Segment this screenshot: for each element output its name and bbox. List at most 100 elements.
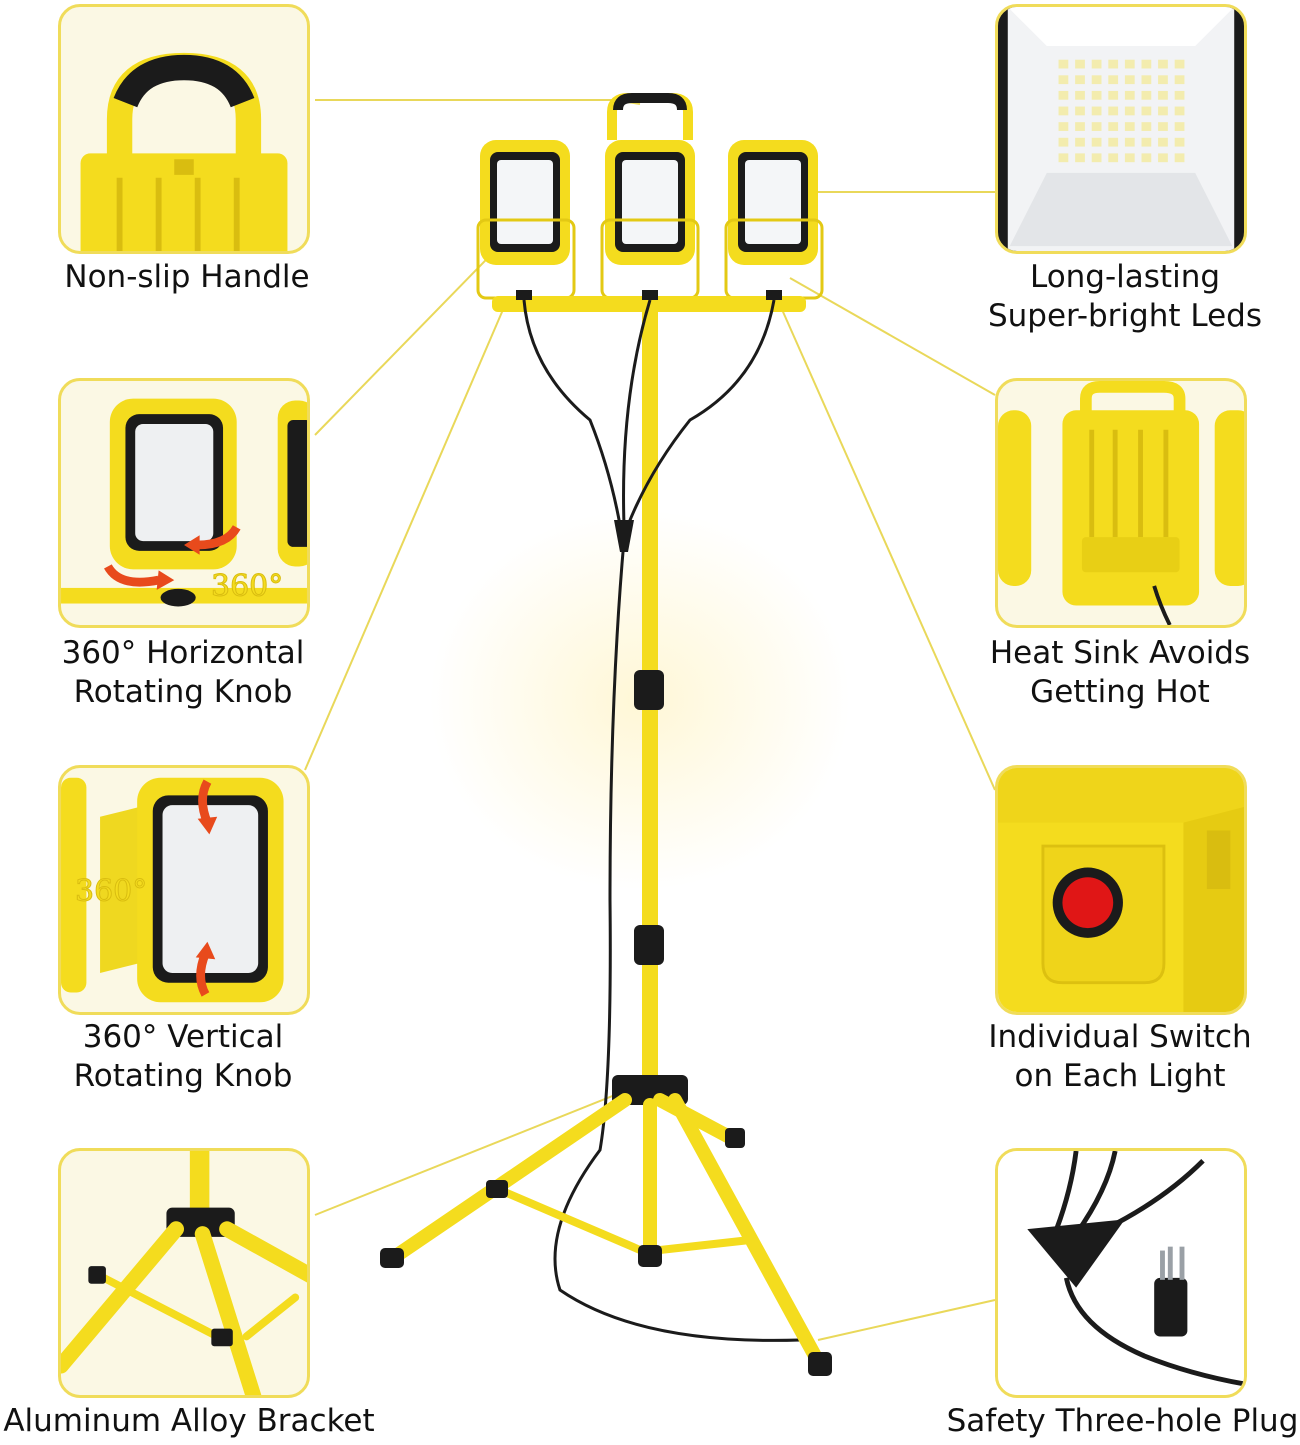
- led-chip: [1091, 75, 1102, 85]
- led-chip: [1108, 106, 1119, 116]
- led-chip: [1174, 153, 1185, 163]
- light-head-left: [476, 140, 576, 300]
- caption-heatsink-line-1: Heat Sink Avoids: [989, 635, 1251, 671]
- led-chip: [1058, 90, 1069, 100]
- caption-leds: Long-lasting Super-bright Leds: [985, 258, 1265, 336]
- led-chip: [1075, 106, 1085, 116]
- led-chip: [1108, 59, 1119, 69]
- grip-handle-icon: [80, 52, 288, 251]
- caption-vknob-line-1: 360° Vertical: [82, 1019, 284, 1055]
- feature-panel-horizontal-knob: 360°: [58, 378, 310, 628]
- caption-vknob-line-2: Rotating Knob: [73, 1058, 293, 1094]
- led-chip: [1141, 59, 1152, 69]
- vertical-knob-badge: 360°: [74, 874, 148, 910]
- led-chip: [1158, 122, 1168, 131]
- led-chip: [1108, 122, 1119, 131]
- feature-panel-handle: [58, 4, 310, 254]
- led-chip: [1058, 75, 1069, 85]
- led-chip: [1075, 59, 1085, 69]
- led-chip: [1124, 122, 1135, 131]
- led-chip: [1141, 122, 1152, 131]
- caption-switch-line-1: Individual Switch: [988, 1019, 1252, 1055]
- caption-heatsink-line-2: Getting Hot: [1030, 674, 1210, 710]
- horizontal-knob-badge: 360°: [210, 569, 284, 605]
- led-chip: [1091, 153, 1102, 163]
- led-chip: [1108, 153, 1119, 163]
- feature-panel-vertical-knob: 360°: [58, 765, 310, 1015]
- feature-panel-leds: [995, 4, 1247, 254]
- caption-handle-line-1: Non-slip Handle: [64, 259, 310, 295]
- caption-switch-line-2: on Each Light: [1014, 1058, 1226, 1094]
- caption-vertical-knob: 360° Vertical Rotating Knob: [50, 1018, 316, 1096]
- led-chip: [1158, 153, 1168, 163]
- led-chip: [1174, 122, 1185, 131]
- led-chip: [1124, 153, 1135, 163]
- caption-leds-line-2: Super-bright Leds: [987, 298, 1263, 334]
- led-chip: [1091, 59, 1102, 69]
- caption-plug-line-1: Safety Three-hole Plug: [946, 1403, 1299, 1439]
- led-chip: [1158, 137, 1168, 147]
- tripod-icon: [61, 1151, 307, 1395]
- power-switch-icon: [998, 768, 1244, 1012]
- led-chip: [1075, 122, 1085, 131]
- led-chip: [1108, 90, 1119, 100]
- caption-bracket-line-1: Aluminum Alloy Bracket: [3, 1403, 375, 1439]
- led-chip: [1124, 75, 1135, 85]
- caption-hknob-line-2: Rotating Knob: [73, 674, 293, 710]
- led-chip: [1174, 75, 1185, 85]
- led-chip: [1058, 106, 1069, 116]
- feature-panel-bracket: [58, 1148, 310, 1398]
- caption-hknob-line-1: 360° Horizontal: [61, 635, 305, 671]
- led-chip: [1174, 137, 1185, 147]
- led-chip: [1158, 59, 1168, 69]
- led-chip: [1141, 153, 1152, 163]
- led-chip: [1141, 106, 1152, 116]
- caption-plug: Safety Three-hole Plug: [945, 1402, 1300, 1441]
- led-chip: [1058, 59, 1069, 69]
- led-chip: [1058, 137, 1069, 147]
- heat-sink-fins-icon: [998, 381, 1244, 625]
- led-chip: [1174, 90, 1185, 100]
- light-head-right: [724, 140, 824, 300]
- led-grid: [1058, 59, 1185, 163]
- led-chip: [1158, 90, 1168, 100]
- led-chip: [1058, 122, 1069, 131]
- caption-switch: Individual Switch on Each Light: [985, 1018, 1255, 1096]
- led-chip: [1158, 106, 1168, 116]
- led-chip: [1174, 106, 1185, 116]
- feature-panel-heat-sink: [995, 378, 1247, 628]
- led-chip: [1091, 137, 1102, 147]
- led-chip: [1091, 106, 1102, 116]
- horizontal-rotation-icon: [61, 398, 307, 607]
- led-chip: [1108, 137, 1119, 147]
- feature-panel-plug: [995, 1148, 1247, 1398]
- led-chip: [1075, 75, 1085, 85]
- three-prong-plug-icon: [998, 1151, 1244, 1395]
- led-chip: [1075, 90, 1085, 100]
- light-head-middle: [600, 140, 700, 300]
- led-chip: [1124, 137, 1135, 147]
- led-chip: [1141, 90, 1152, 100]
- led-chip: [1091, 90, 1102, 100]
- feature-panel-switch: [995, 765, 1247, 1015]
- caption-leds-line-1: Long-lasting: [1029, 259, 1221, 295]
- led-chip: [1124, 59, 1135, 69]
- led-chip: [1174, 59, 1185, 69]
- led-chip: [1141, 75, 1152, 85]
- caption-handle: Non-slip Handle: [58, 258, 316, 297]
- led-array-icon: [1007, 7, 1235, 251]
- led-chip: [1124, 90, 1135, 100]
- led-chip: [1091, 122, 1102, 131]
- led-chip: [1158, 75, 1168, 85]
- led-chip: [1108, 75, 1119, 85]
- caption-horizontal-knob: 360° Horizontal Rotating Knob: [50, 634, 316, 712]
- led-chip: [1058, 153, 1069, 163]
- caption-heat-sink: Heat Sink Avoids Getting Hot: [985, 634, 1255, 712]
- led-chip: [1141, 137, 1152, 147]
- led-chip: [1075, 137, 1085, 147]
- caption-bracket: Aluminum Alloy Bracket: [0, 1402, 378, 1441]
- led-chip: [1075, 153, 1085, 163]
